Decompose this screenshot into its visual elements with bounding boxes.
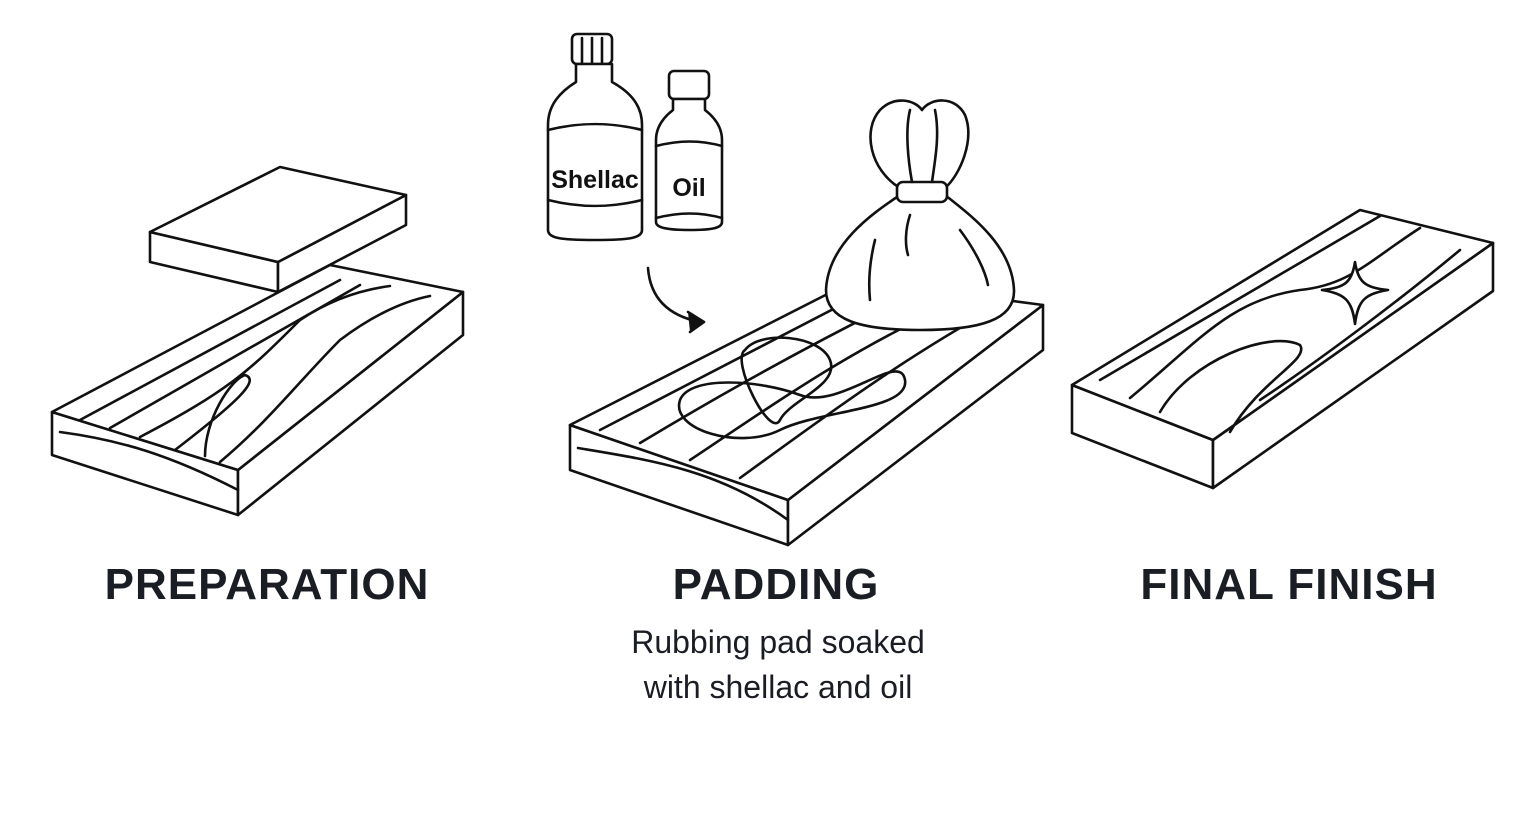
shellac-bottle: Shellac xyxy=(546,32,644,242)
oil-bottle: Oil xyxy=(654,69,724,232)
padding-caption: Rubbing pad soaked with shellac and oil xyxy=(631,620,925,710)
rubbing-pad xyxy=(824,99,1016,332)
shellac-label: Shellac xyxy=(551,166,639,194)
step-title-padding: PADDING xyxy=(672,560,880,609)
wood-board-preparation xyxy=(50,263,465,517)
caption-line-2: with shellac and oil xyxy=(643,669,913,705)
wood-board-final xyxy=(1070,208,1495,490)
curved-arrow-icon xyxy=(646,266,706,334)
step-title-preparation: PREPARATION xyxy=(104,560,430,609)
step-title-final-finish: FINAL FINISH xyxy=(1140,560,1438,609)
oil-label: Oil xyxy=(672,174,705,202)
caption-line-1: Rubbing pad soaked xyxy=(631,624,925,660)
sanding-block xyxy=(148,165,408,294)
sparkle-icon xyxy=(1320,260,1390,326)
wood-board-padding xyxy=(568,278,1045,547)
